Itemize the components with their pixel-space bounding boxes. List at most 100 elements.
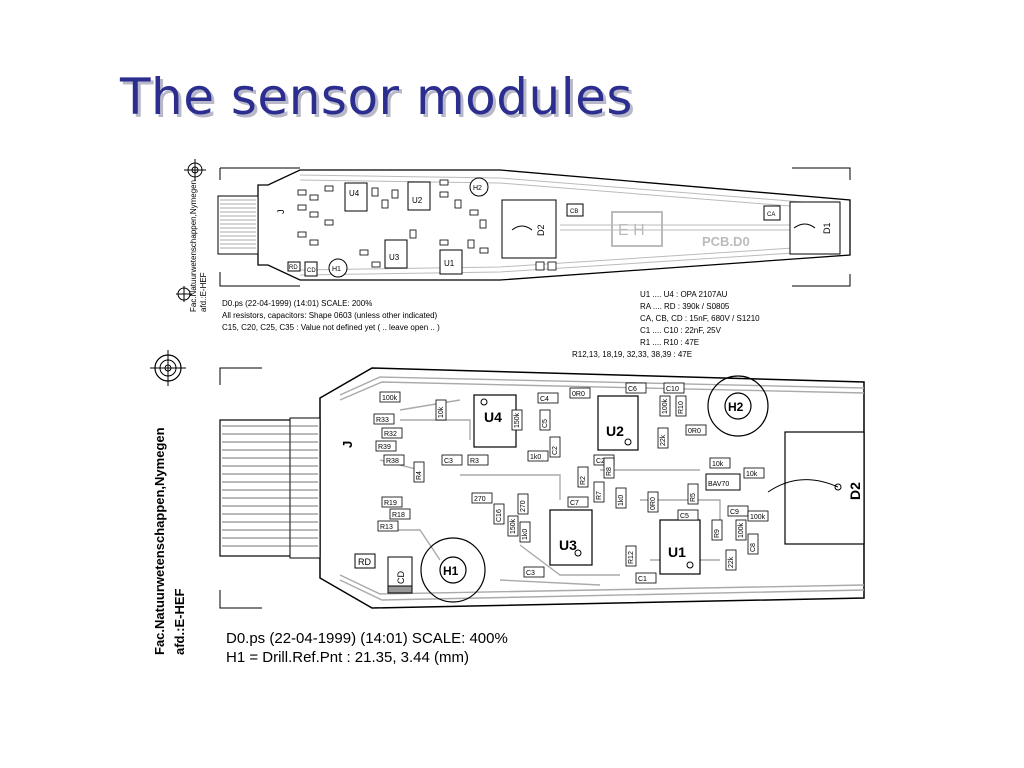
component-label: 10k: [746, 471, 758, 478]
component-32: R19: [381, 496, 403, 508]
component-22: R4: [413, 461, 425, 483]
component-label: 150k: [514, 412, 521, 428]
component-body: [625, 382, 647, 394]
small-rd-label: RD: [289, 265, 298, 271]
component-8: C6: [625, 382, 647, 394]
component-body: [735, 519, 747, 541]
component-6: C4: [537, 392, 559, 404]
component-2: R32: [381, 427, 403, 439]
component-label: 1k0: [522, 529, 529, 540]
component-11: C5: [539, 409, 551, 431]
component-body: [467, 454, 489, 466]
component-label: C9: [730, 509, 739, 516]
small-cb-label: CB: [570, 209, 578, 215]
large-board: J U4 U2 U3 U1 H1 H2 D2 BAV70 RD CD: [150, 350, 865, 655]
small-h2-label: H2: [473, 185, 482, 192]
component-body: [377, 520, 399, 532]
component-3: R39: [375, 440, 397, 452]
component-body: [569, 387, 591, 399]
component-label: 22k: [728, 556, 735, 568]
component-46: 100k: [735, 519, 747, 541]
component-14: R10: [675, 395, 687, 417]
component-9: C10: [663, 382, 685, 394]
small-u2-label: U2: [412, 196, 423, 205]
component-label: R7: [596, 491, 603, 500]
parts-line-3: CA, CB, CD : 15nF, 680V / S1210: [640, 314, 760, 323]
large-u4-label: U4: [484, 409, 502, 425]
component-label: R18: [392, 512, 405, 519]
small-cd-label: CD: [307, 268, 316, 274]
parts-line-4: C1 .... C10 : 22nF, 25V: [640, 326, 721, 335]
large-d2-label: D2: [847, 482, 863, 500]
small-info-line-2: All resistors, capacitors: Shape 0603 (u…: [222, 311, 438, 320]
component-31: 10k: [743, 467, 765, 479]
large-info-line-2: H1 = Drill.Ref.Pnt : 21.35, 3.44 (mm): [226, 649, 470, 666]
component-body: [507, 515, 519, 537]
small-side-label-1: Fac.Natuurwetenschappen,Nymegen: [189, 180, 198, 312]
small-h1-label: H1: [332, 266, 341, 273]
component-label: 270: [520, 500, 527, 512]
pcb-label: PCB.D0: [702, 234, 750, 249]
component-28: 1k0: [615, 487, 627, 509]
component-45: R9: [711, 519, 723, 541]
component-body: [373, 413, 395, 425]
component-label: 100k: [738, 522, 745, 538]
component-1: R33: [373, 413, 395, 425]
large-j-label: J: [340, 441, 355, 448]
slide-title: The sensor modules: [120, 68, 633, 126]
large-h2-label: H2: [728, 400, 744, 414]
component-body: [539, 409, 551, 431]
large-rd-label: RD: [358, 557, 371, 567]
component-10: 150k: [511, 409, 523, 431]
small-u4-label: U4: [349, 189, 360, 198]
small-side-label-2: afd.:E-HEF: [199, 272, 208, 312]
component-body: [677, 509, 699, 521]
component-30: R5: [687, 483, 699, 505]
small-u1-label: U1: [444, 259, 455, 268]
component-34: R13: [377, 520, 399, 532]
component-label: 100k: [750, 514, 766, 521]
component-body: [657, 427, 669, 449]
component-label: C6: [628, 386, 637, 393]
component-body: [675, 395, 687, 417]
component-body: [381, 496, 403, 508]
component-label: C5: [542, 419, 549, 428]
component-label: C10: [666, 386, 679, 393]
component-38: 270: [517, 493, 529, 515]
component-label: R39: [378, 444, 391, 451]
component-label: R2: [580, 476, 587, 485]
component-48: C8: [747, 533, 759, 555]
component-body: [471, 492, 493, 504]
component-label: 10k: [438, 406, 445, 418]
component-label: 0R0: [650, 497, 657, 510]
component-21: C2: [549, 436, 561, 458]
component-body: [519, 521, 531, 543]
component-label: R33: [376, 417, 389, 424]
parts-line-1: U1 .... U4 : OPA 2107AU: [640, 290, 728, 299]
component-label: 0R0: [572, 391, 585, 398]
component-label: 270: [474, 496, 486, 503]
small-u3-label: U3: [389, 253, 400, 262]
target-mark-bottom: [176, 286, 192, 302]
large-u1-label: U1: [668, 544, 686, 560]
component-25: 10k: [709, 457, 731, 469]
target-mark-large: [150, 350, 186, 386]
component-23: R2: [577, 466, 589, 488]
component-body: [549, 436, 561, 458]
small-board: E H PCB.D0 U4 U2 U3 U1 H2 H1 J D2: [176, 159, 851, 312]
component-body: [537, 392, 559, 404]
component-label: R3: [470, 458, 479, 465]
large-cd-label: CD: [396, 571, 406, 584]
component-body: [435, 399, 447, 421]
component-label: 10k: [712, 461, 724, 468]
component-label: 1k0: [618, 495, 625, 506]
component-0: 100k: [379, 391, 401, 403]
component-body: [685, 424, 707, 436]
component-body: [577, 466, 589, 488]
parts-line-6: R12,13, 18,19, 32,33, 38,39 : 47E: [572, 350, 693, 359]
component-label: 22k: [660, 434, 667, 446]
component-43: C1: [635, 572, 657, 584]
component-body: [389, 508, 411, 520]
component-label: R9: [714, 529, 721, 538]
